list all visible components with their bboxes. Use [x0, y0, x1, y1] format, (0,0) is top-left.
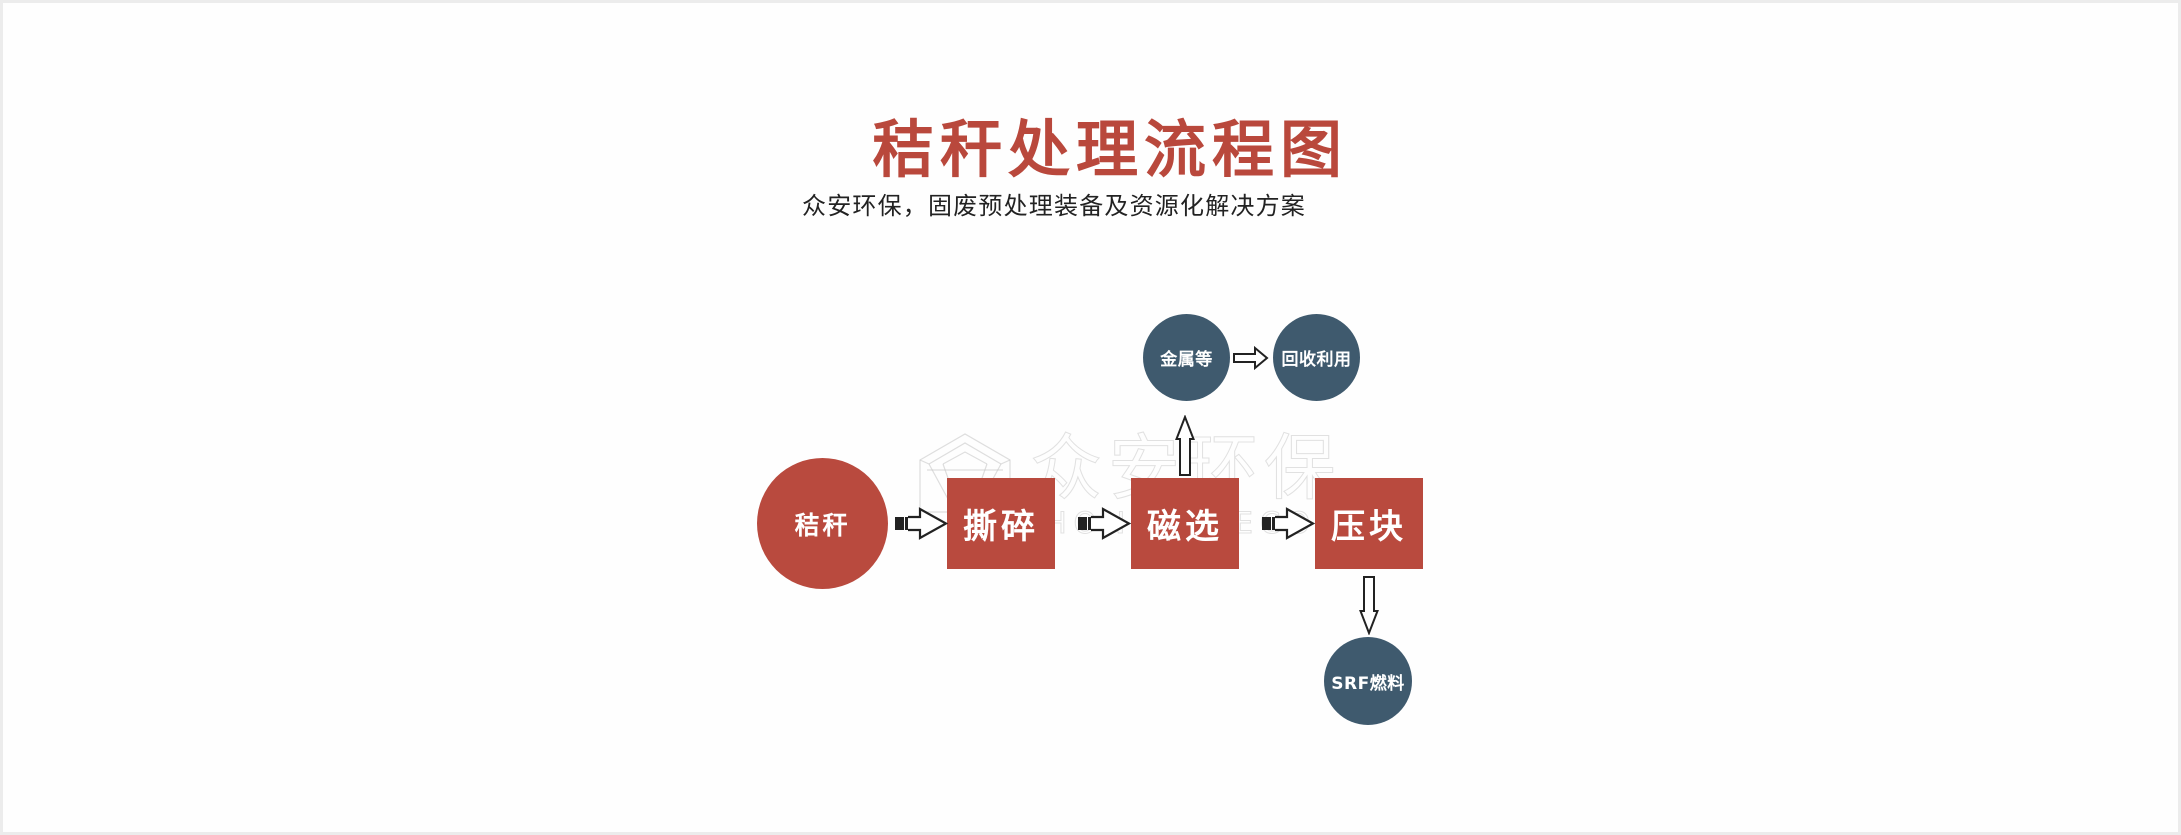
- arrow-down-icon: [1359, 576, 1379, 635]
- node-metals-label: 金属等: [1160, 350, 1213, 370]
- arrow-right-icon: [895, 507, 948, 540]
- arrow-right-small-icon: [1233, 346, 1269, 370]
- node-srf-fuel: SRF燃料: [1324, 637, 1412, 725]
- node-shredding: 撕碎: [947, 478, 1055, 569]
- node-briquetting-label: 压块: [1331, 507, 1407, 547]
- page-title: 秸秆处理流程图: [871, 113, 1348, 186]
- node-shredding-label: 撕碎: [963, 507, 1039, 547]
- page-subtitle: 众安环保，固废预处理装备及资源化解决方案: [802, 192, 1306, 220]
- node-recycling: 回收利用: [1273, 314, 1360, 401]
- node-straw-label: 秸秆: [794, 510, 851, 540]
- node-metals: 金属等: [1143, 314, 1230, 401]
- node-magnetic-separation-label: 磁选: [1147, 507, 1223, 547]
- node-briquetting: 压块: [1315, 478, 1423, 569]
- arrow-right-icon: [1078, 507, 1131, 540]
- node-magnetic-separation: 磁选: [1131, 478, 1239, 569]
- node-srf-fuel-label: SRF燃料: [1331, 673, 1405, 694]
- node-recycling-label: 回收利用: [1281, 350, 1352, 370]
- node-straw: 秸秆: [757, 458, 888, 589]
- arrow-up-icon: [1175, 415, 1195, 476]
- arrow-right-icon: [1262, 507, 1315, 540]
